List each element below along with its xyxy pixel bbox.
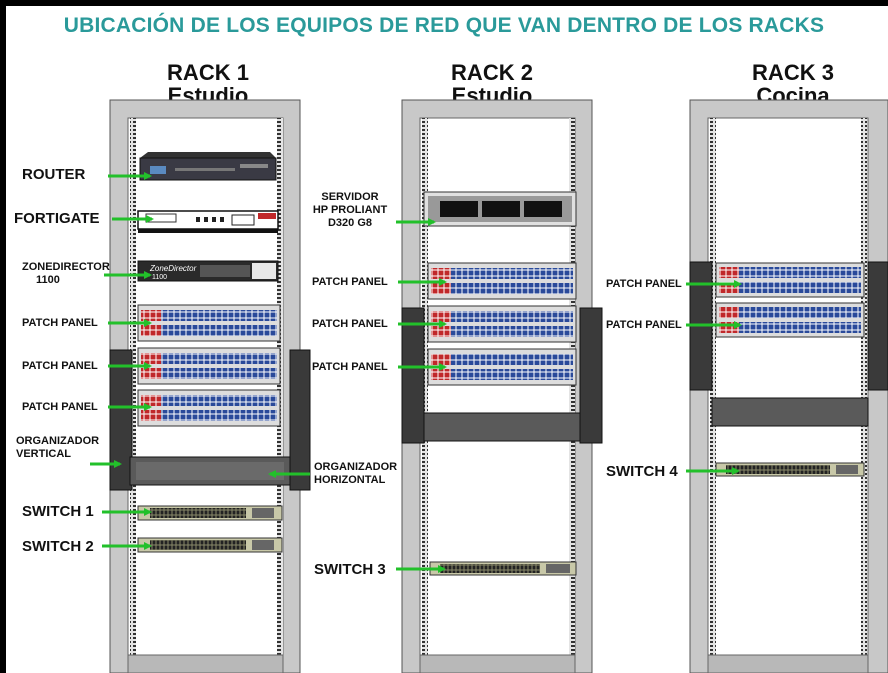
zonedirector-device: ZoneDirector 1100 bbox=[137, 260, 279, 282]
label-zonedirector: ZONEDIRECTOR 1100 bbox=[22, 261, 110, 287]
vertical-organizer-right bbox=[289, 349, 311, 491]
rack-2-base bbox=[419, 654, 576, 673]
patch-panel-r1-1 bbox=[137, 304, 281, 342]
rack-2-horizontal-organizer bbox=[423, 412, 581, 442]
label-patch-panel-r2-3: PATCH PANEL bbox=[312, 361, 388, 373]
switch-2-device bbox=[137, 537, 283, 553]
patch-panel-r2-1 bbox=[427, 262, 577, 300]
label-patch-panel-r3-1: PATCH PANEL bbox=[606, 278, 682, 290]
patch-panel-r1-2 bbox=[137, 347, 281, 385]
label-patch-panel-r3-2: PATCH PANEL bbox=[606, 319, 682, 331]
zonedirector-brand: ZoneDirector bbox=[149, 264, 197, 273]
diagram-title: UBICACIÓN DE LOS EQUIPOS DE RED QUE VAN … bbox=[63, 14, 825, 37]
rack-1-interior bbox=[127, 117, 284, 656]
label-organizador-horizontal-line1: ORGANIZADOR bbox=[314, 461, 398, 473]
arrows bbox=[90, 172, 742, 573]
rack-2 bbox=[401, 99, 603, 673]
rack-1-left-rail bbox=[130, 118, 136, 655]
rack-3-interior bbox=[707, 117, 869, 656]
patch-panel-r2-3 bbox=[427, 348, 577, 386]
label-patch-panel-r1-2: PATCH PANEL bbox=[22, 360, 98, 372]
switch-3-device bbox=[429, 561, 577, 576]
label-switch-3: SWITCH 3 bbox=[314, 561, 386, 578]
label-router: ROUTER bbox=[22, 166, 86, 183]
label-organizador-horizontal-line2: HORIZONTAL bbox=[314, 474, 386, 486]
switch-1-device bbox=[137, 505, 283, 521]
rack-3-name: RACK 3 bbox=[752, 60, 834, 85]
zonedirector-model: 1100 bbox=[152, 274, 167, 281]
patch-panel-r3-2 bbox=[715, 302, 865, 338]
rack-3-base bbox=[707, 654, 869, 673]
fortigate-device bbox=[137, 210, 279, 233]
label-servidor-line1: SERVIDOR bbox=[321, 191, 379, 203]
label-zonedirector-line2: 1100 bbox=[36, 274, 60, 286]
rack-2-vertical-organizer-left bbox=[401, 307, 425, 444]
rack-1-name: RACK 1 bbox=[167, 60, 249, 85]
label-patch-panel-r2-2: PATCH PANEL bbox=[312, 318, 388, 330]
label-patch-panel-r2-1: PATCH PANEL bbox=[312, 276, 388, 288]
rack-2-vertical-organizer-right bbox=[579, 307, 603, 444]
label-patch-panel-r1-1: PATCH PANEL bbox=[22, 317, 98, 329]
label-servidor-line2: HP PROLIANT bbox=[312, 204, 388, 216]
label-organizador-vertical-line1: ORGANIZADOR bbox=[16, 435, 100, 447]
rack-3-horizontal-organizer bbox=[711, 397, 869, 427]
patch-panel-r3-1 bbox=[715, 262, 865, 298]
label-organizador-horizontal: ORGANIZADOR HORIZONTAL bbox=[314, 461, 397, 487]
label-organizador-vertical-line2: VERTICAL bbox=[16, 448, 71, 460]
label-servidor-line3: D320 G8 bbox=[327, 217, 373, 229]
rack-2-name: RACK 2 bbox=[451, 60, 533, 85]
label-switch-1: SWITCH 1 bbox=[22, 503, 94, 520]
rack-2-right-rail bbox=[569, 118, 575, 655]
vertical-organizer-left bbox=[109, 349, 133, 491]
label-patch-panel-r1-3: PATCH PANEL bbox=[22, 401, 98, 413]
router-device bbox=[139, 152, 277, 181]
rack-1-base bbox=[127, 654, 284, 673]
rack-3 bbox=[689, 99, 888, 673]
rack-3-right-rail bbox=[861, 118, 867, 655]
rack-3-vertical-organizer-right bbox=[867, 261, 888, 391]
rack-1: ZoneDirector 1100 bbox=[109, 99, 311, 673]
label-fortigate: FORTIGATE bbox=[14, 210, 100, 227]
patch-panel-r2-2 bbox=[427, 305, 577, 343]
label-servidor: SERVIDOR HP PROLIANT D320 G8 bbox=[300, 191, 400, 230]
server-device bbox=[423, 191, 577, 227]
label-zonedirector-line1: ZONEDIRECTOR bbox=[22, 261, 110, 273]
label-switch-4: SWITCH 4 bbox=[606, 463, 678, 480]
rack-3-left-rail bbox=[710, 118, 716, 655]
rack-1-right-rail bbox=[277, 118, 283, 655]
switch-4-device bbox=[715, 462, 865, 477]
rack-2-left-rail bbox=[422, 118, 428, 655]
patch-panel-r1-3 bbox=[137, 389, 281, 427]
label-organizador-vertical: ORGANIZADOR VERTICAL bbox=[16, 435, 99, 461]
label-switch-2: SWITCH 2 bbox=[22, 538, 94, 555]
